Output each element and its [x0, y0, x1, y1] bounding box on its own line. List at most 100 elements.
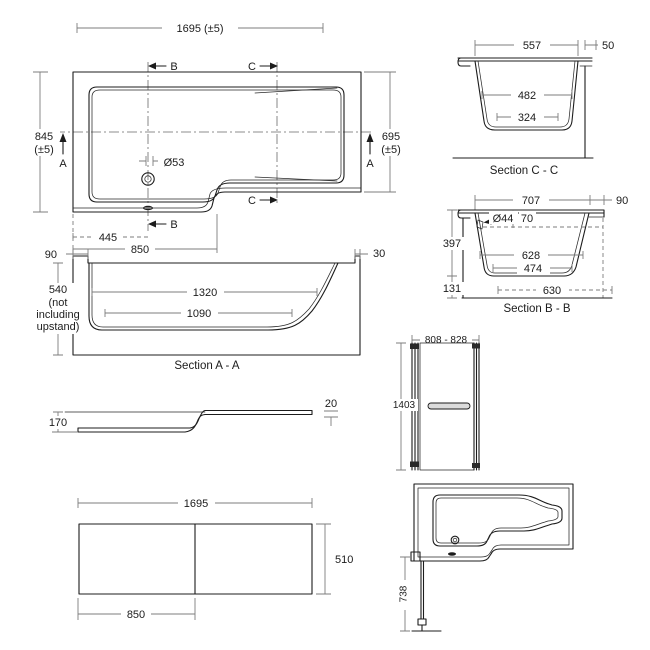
bb-dim-131-label: 131 — [443, 283, 461, 295]
section-label-c-bottom: C — [248, 195, 256, 207]
bb-tub-outer — [474, 212, 590, 277]
cc-tub-outer — [474, 60, 579, 131]
dim-845-tol-label: (±5) — [34, 144, 53, 156]
aa-dim-540-note1: (not — [49, 297, 68, 309]
profile-dim-20-line — [324, 410, 338, 426]
section-label-b-bottom: B — [170, 219, 177, 231]
plan-rim-inner-line — [72, 187, 362, 209]
ps-screen-line — [420, 560, 425, 620]
section-cc-view: 557 50 482 324 Section C - C — [452, 39, 614, 177]
bb-caption: Section B - B — [503, 303, 570, 315]
ps-dim-738-label: 738 — [399, 585, 410, 602]
section-aa-view: 90 30 540 (not including upstand) 1320 1… — [32, 248, 385, 372]
screen-dim-height-label: 1403 — [393, 400, 416, 411]
aa-dim-30-line — [354, 249, 368, 259]
aa-dim-540-note3: upstand) — [37, 321, 80, 333]
bb-dim-90-line — [590, 195, 612, 205]
section-bb-view: 707 90 Ø44 70 397 131 628 474 630 — [438, 194, 628, 315]
bb-dim-630-ticks — [497, 286, 613, 294]
dim-445-label: 445 — [99, 232, 117, 244]
ps-screen-base — [411, 624, 442, 632]
panel-dim-510-label: 510 — [335, 554, 353, 566]
screen-right-top-bracket — [472, 343, 480, 349]
cc-rim — [457, 57, 593, 62]
cc-dim-557-label: 557 — [523, 40, 541, 52]
drain-inner — [144, 175, 152, 183]
dim-695-tol-label: (±5) — [381, 144, 400, 156]
bb-dim-397-label: 397 — [443, 238, 461, 250]
plan-basin-inner-line — [91, 89, 342, 200]
dim-1695-label: 1695 (±5) — [176, 23, 223, 35]
cc-dim-50-label: 50 — [602, 40, 614, 52]
panel-dim-1695-label: 1695 — [184, 498, 208, 510]
ps-waste-mark — [448, 552, 456, 556]
bb-dim-630-label: 630 — [543, 285, 561, 297]
aa-dim-540-label: 540 — [49, 284, 67, 296]
profile-upper-bar — [204, 409, 313, 416]
screen-towel-bar — [427, 402, 471, 410]
front-panel-view: 1695 510 850 — [77, 497, 353, 621]
panel-dim-510-line — [316, 523, 331, 595]
aa-caption: Section A - A — [174, 360, 240, 372]
bb-dim-90-label: 90 — [616, 195, 628, 207]
aa-shell — [72, 255, 361, 356]
screen-left-bottom-bracket — [410, 461, 419, 467]
bb-overflow-hole — [476, 219, 484, 230]
cc-dim-50-line — [584, 40, 598, 50]
ps-bath-outline — [413, 483, 574, 562]
bb-dim-628-label: 628 — [522, 250, 540, 262]
aa-dim-90-line — [66, 249, 89, 259]
screen-left-top-bracket — [410, 343, 419, 349]
ps-drain-outer — [450, 535, 460, 545]
ps-drain-inner — [452, 537, 458, 543]
cc-dim-324-label: 324 — [518, 112, 536, 124]
profile-lower-bar — [77, 427, 191, 433]
ps-rim-inner — [417, 487, 570, 558]
plan-slope-line-top — [254, 87, 338, 94]
screen-right-frame — [473, 342, 480, 471]
aa-dim-540-note2: including — [36, 309, 79, 321]
aa-dim-90-label: 90 — [45, 249, 57, 261]
drain-outer — [141, 172, 155, 186]
plan-view: Ø53 1695 (±5) 845 (±5) 695 (±5) A A B C … — [28, 21, 408, 256]
profile-scurve-top — [189, 409, 206, 429]
plan-basin-outline — [88, 86, 345, 203]
screen-dim-width-label: 808 - 828 — [425, 335, 468, 346]
bb-overflow-dia-label: Ø44 — [493, 213, 514, 225]
rim-profile-view: 170 20 — [44, 398, 338, 433]
aa-dim-30-label: 30 — [373, 248, 385, 260]
aa-dim-1320-label: 1320 — [193, 287, 217, 299]
section-label-a-right: A — [366, 158, 374, 170]
dim-850-label: 850 — [131, 244, 149, 256]
cc-dim-482-label: 482 — [518, 90, 536, 102]
profile-scurve-bottom — [184, 413, 206, 433]
ps-basin-outline — [432, 494, 563, 547]
bb-overflow-offset-label: 70 — [521, 213, 533, 225]
cc-tub-inner — [477, 60, 576, 128]
bb-dim-474-label: 474 — [524, 263, 542, 275]
dim-695-label: 695 — [382, 131, 400, 143]
screen-front-view: 808 - 828 1403 — [391, 334, 480, 471]
ps-basin-inner — [435, 497, 559, 544]
screen-right-bottom-bracket — [472, 463, 480, 468]
cc-caption: Section C - C — [490, 165, 558, 177]
bb-dim-707-label: 707 — [522, 195, 540, 207]
panel-dim-850-label: 850 — [127, 609, 145, 621]
section-label-a-left: A — [59, 158, 67, 170]
dim-845-label: 845 — [35, 131, 53, 143]
drain-dia-label: Ø53 — [164, 157, 185, 169]
profile-dim-20-label: 20 — [325, 398, 337, 410]
profile-dim-170-label: 170 — [49, 417, 67, 429]
plan-slope-line-bottom — [254, 176, 338, 182]
aa-tub-outer — [88, 262, 339, 331]
cc-left-tab — [457, 57, 471, 67]
aa-dim-1090-label: 1090 — [187, 308, 211, 320]
plan-screen-view: 738 — [397, 483, 574, 632]
ps-screen-foot — [417, 618, 427, 626]
ps-hinge-block — [410, 551, 421, 562]
section-label-b-top: B — [170, 61, 177, 73]
bb-left-tab — [457, 209, 471, 219]
drain-dim-ticks — [139, 156, 158, 166]
